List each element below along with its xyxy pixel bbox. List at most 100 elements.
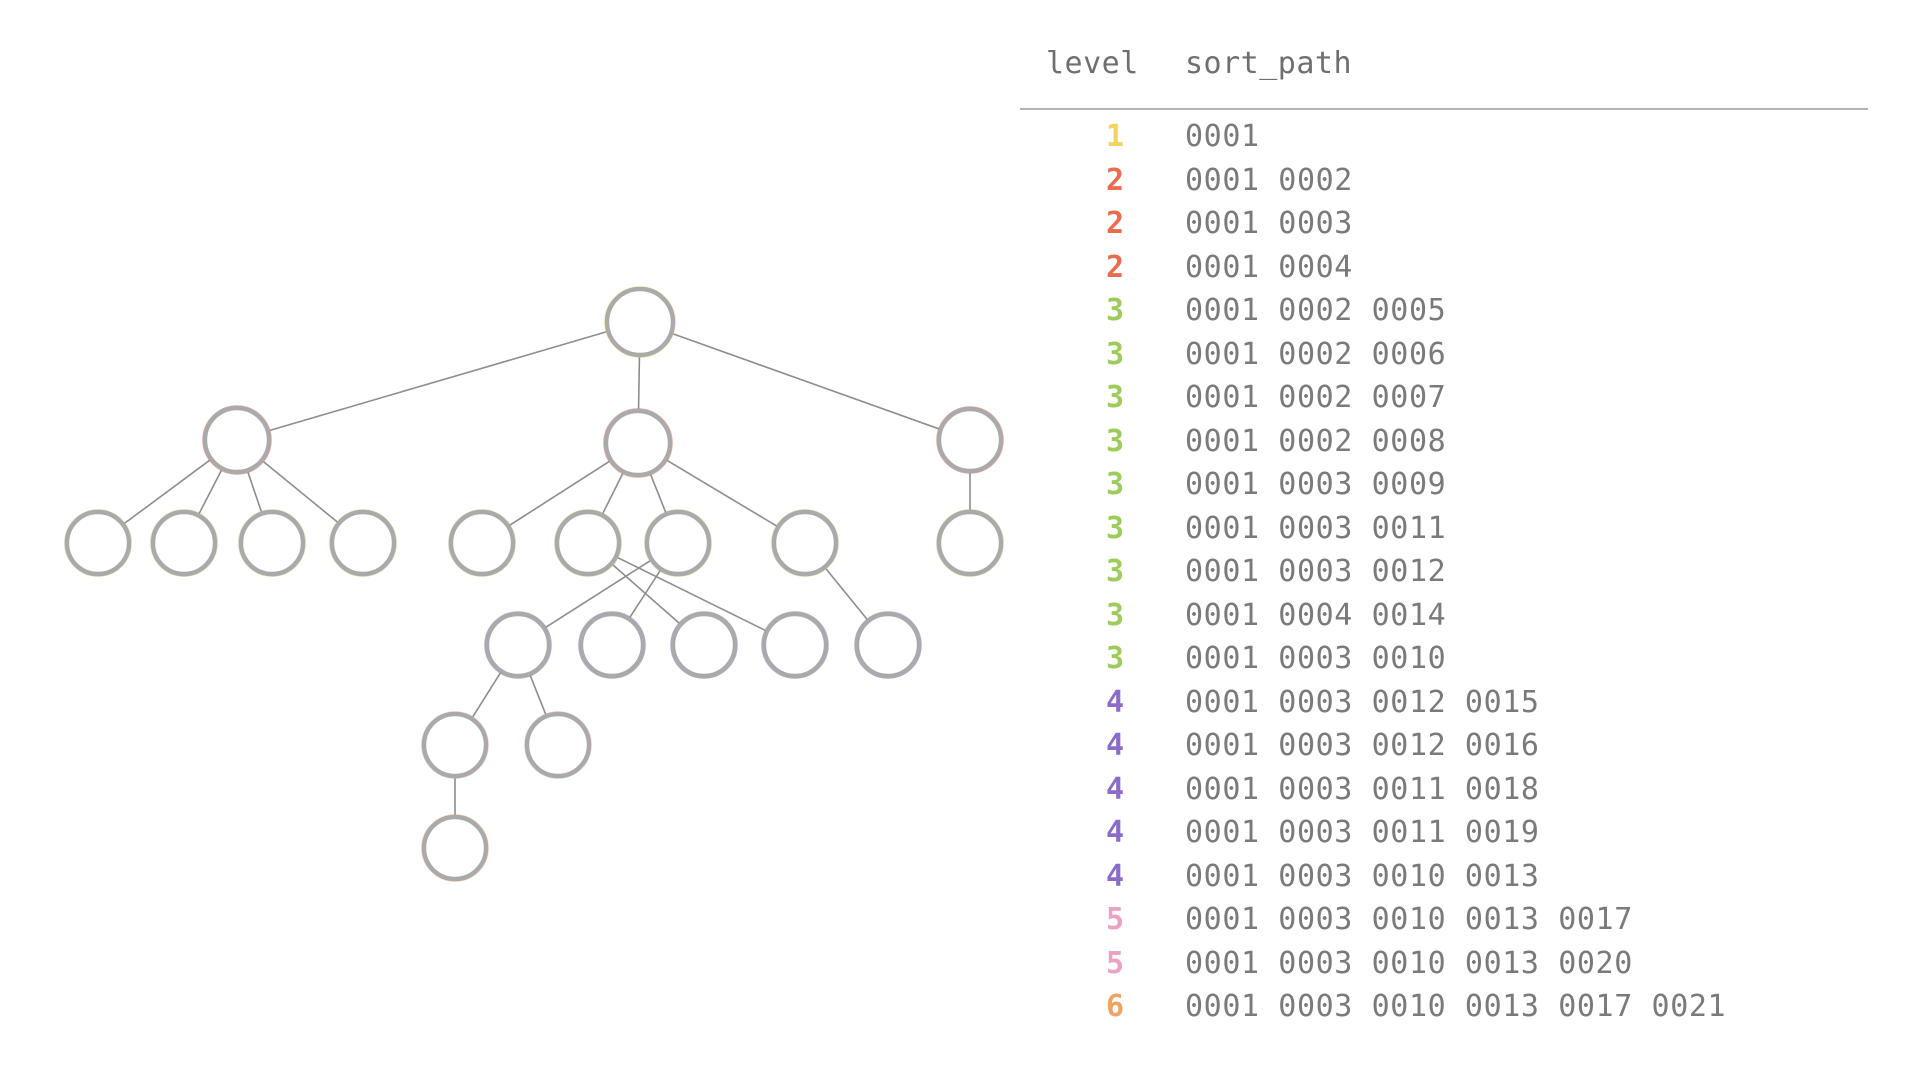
tree-node-ring	[578, 611, 646, 679]
cell-level: 3	[1105, 554, 1124, 589]
cell-sort-path: 0001 0002 0006	[1185, 336, 1447, 372]
tree-graph-svg	[64, 286, 1004, 882]
cell-level: 3	[1105, 597, 1124, 633]
cell-sort-path: 0001 0002 0005	[1185, 293, 1447, 328]
cell-sort-path: 0001 0002	[1185, 162, 1353, 198]
tree-node-ring	[854, 611, 922, 679]
tree-edge	[122, 458, 212, 526]
cell-sort-path: 0001 0003 0011	[1185, 510, 1447, 546]
table-header-divider	[1020, 108, 1868, 110]
tree-graph-panel	[64, 286, 1004, 882]
tree-node[interactable]	[936, 509, 1004, 577]
cell-level: 6	[1105, 989, 1124, 1024]
tree-edge	[637, 354, 641, 412]
table-row: 3 0001 0002 0007	[1020, 379, 1920, 423]
tree-node[interactable]	[554, 509, 622, 577]
tree-node[interactable]	[604, 286, 676, 358]
tree-node-ring	[670, 611, 738, 679]
tree-node[interactable]	[329, 509, 397, 577]
tree-node[interactable]	[771, 509, 839, 577]
table-row: 3 0001 0003 0009	[1020, 466, 1920, 510]
cell-sort-path: 0001 0003 0012 0016	[1185, 728, 1540, 763]
cell-level: 3	[1105, 336, 1124, 372]
cell-level: 3	[1105, 380, 1124, 415]
cell-level: 5	[1105, 945, 1124, 981]
tree-node[interactable]	[603, 408, 673, 478]
tree-node-ring	[771, 509, 839, 577]
table-row: 3 0001 0003 0010	[1020, 640, 1920, 684]
tree-node-ring	[329, 509, 397, 577]
table-row: 5 0001 0003 0010 0013 0017	[1020, 901, 1920, 945]
cell-level: 3	[1105, 423, 1124, 459]
cell-level: 3	[1105, 641, 1124, 676]
tree-node[interactable]	[854, 611, 922, 679]
tree-node[interactable]	[644, 509, 712, 577]
cell-level: 5	[1105, 902, 1124, 937]
table-row: 3 0001 0003 0011	[1020, 510, 1920, 554]
cell-level: 4	[1105, 771, 1124, 807]
tree-node[interactable]	[421, 711, 489, 779]
tree-edge	[543, 558, 653, 630]
tree-node[interactable]	[761, 611, 829, 679]
cell-level: 2	[1105, 162, 1124, 198]
tree-node[interactable]	[421, 814, 489, 882]
cell-sort-path: 0001 0003 0010 0013 0020	[1185, 945, 1633, 981]
tree-edge	[610, 562, 682, 626]
cell-sort-path: 0001	[1185, 119, 1260, 154]
table-row: 3 0001 0002 0006	[1020, 336, 1920, 380]
table-row: 5 0001 0003 0010 0013 0020	[1020, 945, 1920, 989]
cell-sort-path: 0001 0003 0010 0013 0017	[1185, 902, 1633, 937]
tree-node[interactable]	[484, 611, 552, 679]
tree-edge	[649, 472, 668, 515]
tree-edge	[197, 468, 224, 516]
cell-level: 3	[1105, 467, 1124, 502]
cell-sort-path: 0001 0003 0011 0018	[1185, 771, 1540, 807]
tree-node[interactable]	[238, 509, 306, 577]
cell-sort-path: 0001 0004	[1185, 249, 1353, 285]
table-header-row: level sort_path	[1020, 46, 1920, 94]
cell-level: 4	[1105, 728, 1124, 763]
tree-edge	[470, 670, 503, 720]
cell-sort-path: 0001 0003 0011 0019	[1185, 815, 1540, 850]
tree-edge	[665, 458, 779, 528]
table-row: 3 0001 0004 0014	[1020, 597, 1920, 641]
cell-sort-path: 0001 0002 0007	[1185, 380, 1447, 415]
cell-sort-path: 0001 0003 0010 0013	[1185, 858, 1540, 894]
tree-node[interactable]	[578, 611, 646, 679]
tree-node-ring	[603, 408, 673, 478]
tree-node-ring	[150, 509, 218, 577]
tree-node-ring	[644, 509, 712, 577]
tree-node[interactable]	[448, 509, 516, 577]
table-row: 2 0001 0002	[1020, 162, 1920, 206]
tree-node[interactable]	[150, 509, 218, 577]
cell-sort-path: 0001 0003 0009	[1185, 467, 1447, 502]
tree-node[interactable]	[64, 509, 132, 577]
table-row: 4 0001 0003 0012 0016	[1020, 727, 1920, 771]
cell-level: 3	[1105, 510, 1124, 546]
tree-node-ring	[936, 406, 1004, 474]
cell-sort-path: 0001 0004 0014	[1185, 597, 1447, 633]
tree-node-ring	[524, 711, 592, 779]
tree-node-layer	[64, 286, 1004, 882]
tree-edge	[261, 459, 340, 524]
cell-sort-path: 0001 0003 0010	[1185, 641, 1447, 676]
tree-node[interactable]	[670, 611, 738, 679]
tree-node[interactable]	[524, 711, 592, 779]
tree-edge-layer	[122, 330, 971, 817]
tree-edge	[823, 566, 870, 622]
tree-node-ring	[604, 286, 676, 358]
tree-node[interactable]	[936, 406, 1004, 474]
tree-node-ring	[421, 711, 489, 779]
cell-level: 4	[1105, 858, 1124, 894]
table-row: 4 0001 0003 0011 0018	[1020, 771, 1920, 815]
tree-node[interactable]	[202, 405, 272, 475]
